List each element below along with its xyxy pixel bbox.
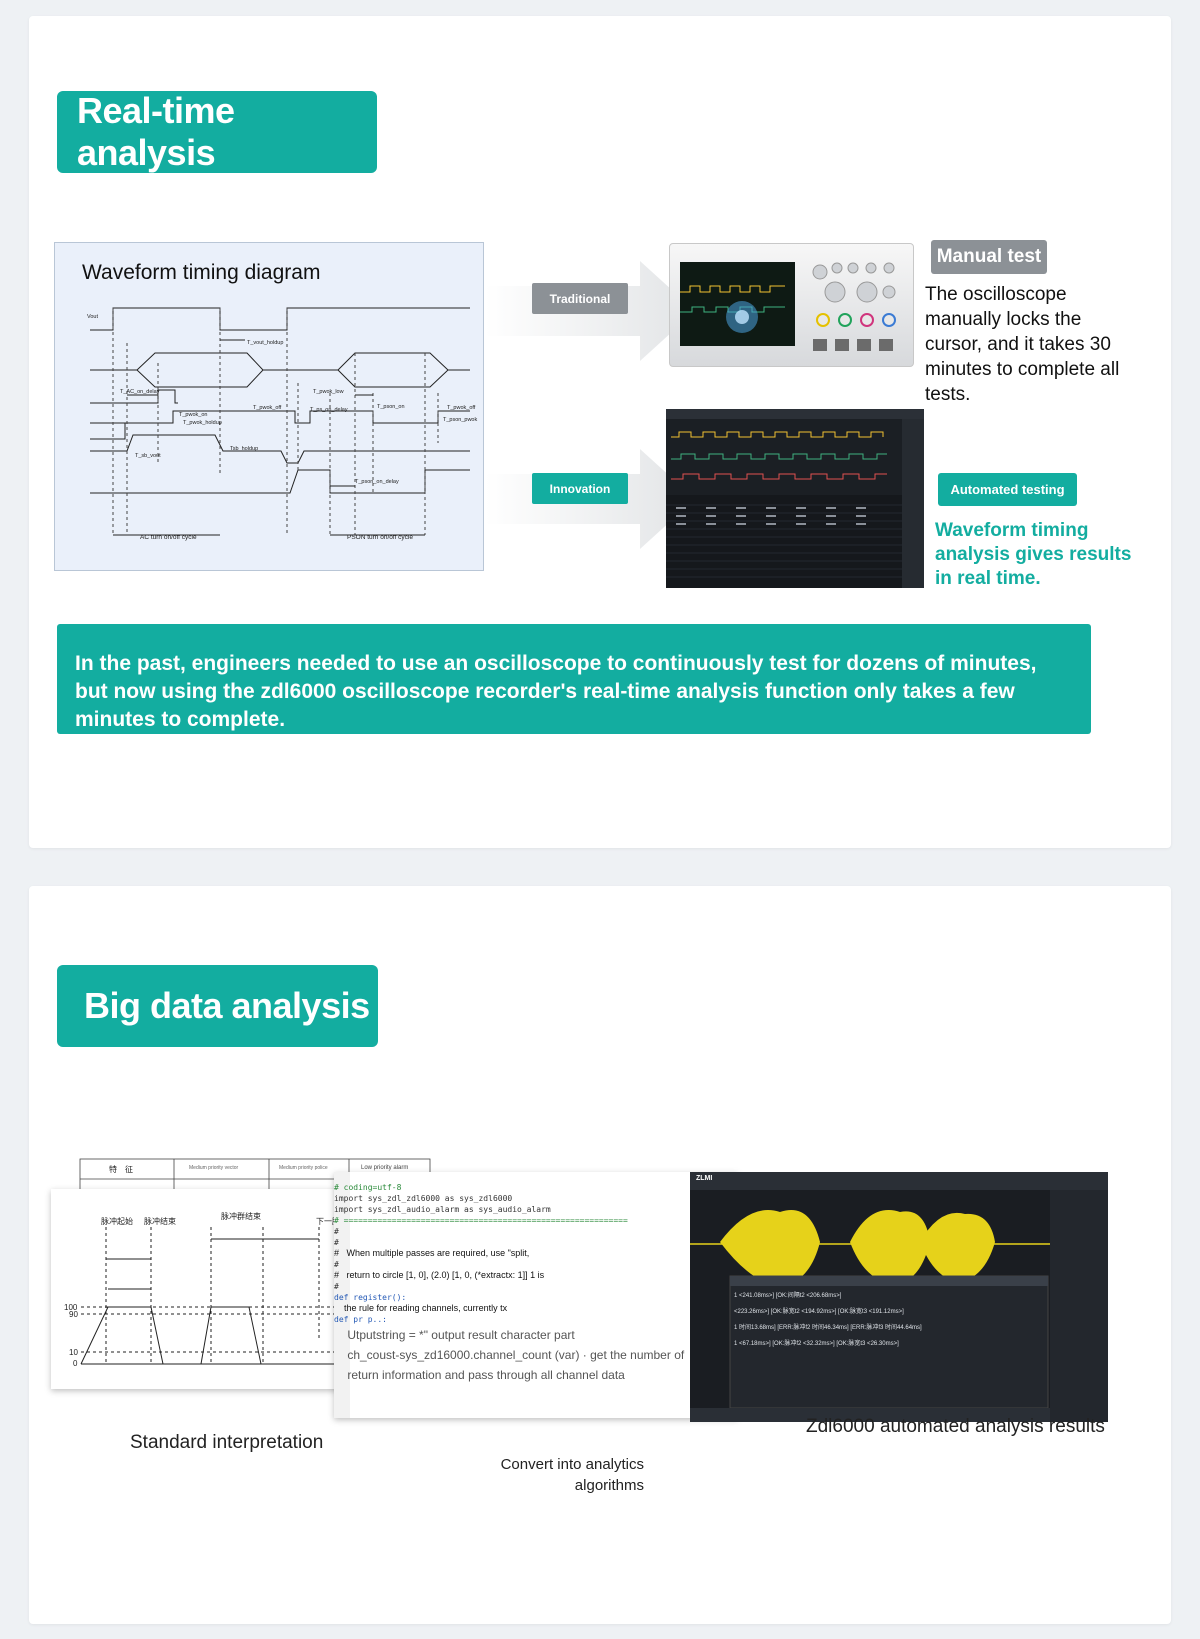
code-line: import sys_zdl_audio_alarm as sys_audio_… bbox=[334, 1205, 551, 1214]
svg-text:100: 100 bbox=[64, 1303, 78, 1312]
automated-screen-image bbox=[666, 409, 924, 588]
code-line: return information and pass through all … bbox=[334, 1368, 625, 1382]
caption-convert: Convert into analytics algorithms bbox=[500, 1456, 644, 1494]
code-line: def pr p..: bbox=[334, 1315, 387, 1324]
label-vout-holdup: T_vout_holdup bbox=[247, 340, 283, 346]
table-header-medium-police: Medium priority police bbox=[279, 1165, 328, 1171]
label-pwok-holdup: T_pwok_holdup bbox=[183, 420, 222, 426]
code-block: # coding=utf-8 import sys_zdl_zdl6000 as… bbox=[334, 1182, 738, 1385]
scope-screen bbox=[680, 262, 795, 346]
results-list: 1 <241.08ms>] [OK:间隔t2 <206.68ms>] <223.… bbox=[734, 1288, 1046, 1352]
code-line: ch_coust-sys_zd16000.channel_count (var)… bbox=[334, 1348, 685, 1362]
result-row: 1 <241.08ms>] [OK:间隔t2 <206.68ms>] bbox=[734, 1293, 842, 1299]
panel-title: Waveform timing diagram bbox=[82, 261, 321, 284]
caption-standard: Standard interpretation bbox=[130, 1432, 324, 1453]
code-line: # coding=utf-8 bbox=[334, 1183, 402, 1192]
svg-text:0: 0 bbox=[73, 1359, 78, 1368]
label-pwok-off: T_pwok_off bbox=[253, 405, 282, 411]
scope-knobs bbox=[805, 254, 905, 358]
label-pwok-off-2: T_pwok_off bbox=[447, 405, 476, 411]
result-row: <223.26ms>] [OK:脉宽t2 <194.92ms>] [OK:脉宽t… bbox=[734, 1309, 904, 1315]
label-ac-on-delay: T_AC_on_delay bbox=[120, 389, 160, 395]
brand-logo: ZLMI bbox=[696, 1175, 713, 1182]
label-sb-vout: T_sb_vout bbox=[135, 453, 161, 459]
label-sb-holdup: Tsb_holdup bbox=[230, 446, 258, 452]
label-ac-cycle: AC turn on/off cycle bbox=[140, 534, 197, 541]
table-header-low-alarm: Low priority alarm bbox=[361, 1165, 409, 1171]
result-row: 1 <67.18ms>] [OK:脉冲f2 <32.32ms>] [OK:脉宽t… bbox=[734, 1341, 899, 1347]
waveform-timing-diagram: Vout T_vout_holdup T_AC_on_delay T_pwok_… bbox=[87, 307, 477, 541]
code-line: # bbox=[334, 1282, 339, 1291]
svg-text:脉冲群结束: 脉冲群结束 bbox=[221, 1211, 261, 1221]
bigdata-card: Big data analysis 特 征 Medium priority ve… bbox=[29, 886, 1171, 1624]
results-screen-svg bbox=[690, 1172, 1108, 1422]
code-line: # When multiple passes are required, use… bbox=[334, 1248, 530, 1258]
code-line: # bbox=[334, 1238, 339, 1247]
code-line: # return to circle [1, 0], (2.0) [1, 0, … bbox=[334, 1270, 545, 1280]
code-doc: # coding=utf-8 import sys_zdl_zdl6000 as… bbox=[334, 1172, 738, 1418]
code-line: def register(): bbox=[334, 1293, 407, 1302]
pulse-diagram-svg: 脉冲起始脉冲结束脉冲群结束下一脉 10090100 bbox=[64, 1211, 351, 1368]
waveform-timing-panel: Waveform timing diagram bbox=[54, 242, 484, 571]
manual-test-tag: Manual test bbox=[931, 240, 1047, 274]
label-pwok-on: T_pwok_on bbox=[179, 412, 207, 418]
svg-text:下一脉: 下一脉 bbox=[316, 1216, 340, 1226]
table-header-medium-vector: Medium priority vector bbox=[189, 1165, 239, 1171]
label-pson-on-delay: T_pson_on_delay bbox=[355, 479, 399, 485]
label-pwok-low: T_pwok_low bbox=[313, 389, 344, 395]
automated-testing-description: Waveform timing analysis gives results i… bbox=[935, 520, 1132, 589]
manual-test-description: The oscilloscope manually locks the curs… bbox=[925, 284, 1120, 405]
label-ps-on-delay: T_ps_on_delay bbox=[310, 407, 348, 413]
code-line: # bbox=[334, 1227, 339, 1236]
realtime-card: Real-time analysis Waveform timing diagr… bbox=[29, 16, 1171, 848]
section-heading-realtime: Real-time analysis bbox=[57, 90, 377, 173]
code-line: # bbox=[334, 1260, 339, 1269]
svg-text:脉冲结束: 脉冲结束 bbox=[144, 1216, 176, 1226]
innovation-tag: Innovation bbox=[532, 473, 628, 504]
oscilloscope-device-image bbox=[669, 243, 914, 367]
result-row: 1 时间13.68ms] [ERR:脉冲f2 时间46.34ms] [ERR:脉… bbox=[734, 1325, 922, 1331]
svg-text:90: 90 bbox=[69, 1310, 78, 1319]
traditional-tag: Traditional bbox=[532, 283, 628, 314]
section-heading-bigdata: Big data analysis bbox=[57, 965, 378, 1047]
automated-testing-tag: Automated testing bbox=[938, 473, 1077, 506]
code-gutter bbox=[334, 1172, 350, 1418]
code-line: import sys_zdl_zdl6000 as sys_zdl6000 bbox=[334, 1194, 513, 1203]
scope-waveform-icon bbox=[680, 285, 785, 333]
code-line: # ======================================… bbox=[334, 1216, 628, 1225]
caption-results: Zdl6000 automated analysis results bbox=[806, 1416, 1105, 1437]
summary-banner: In the past, engineers needed to use an … bbox=[57, 624, 1091, 734]
vout-label: Vout bbox=[87, 314, 98, 320]
table-header-feature: 特 征 bbox=[109, 1165, 133, 1174]
svg-text:脉冲起始: 脉冲起始 bbox=[101, 1216, 133, 1226]
label-pson-pwok: T_pson_pwok bbox=[443, 417, 477, 423]
label-pson-on: T_pson_on bbox=[377, 404, 405, 410]
label-pson-cycle: PSON turn on/off cycle bbox=[347, 534, 413, 541]
svg-text:10: 10 bbox=[69, 1348, 78, 1357]
code-line: the rule for reading channels, currently… bbox=[334, 1303, 508, 1313]
analysis-results-screen: ZLMI 1 <241.08ms>] [OK:间隔t2 <206.68ms>] … bbox=[690, 1172, 1108, 1422]
code-line: Utputstring = *" output result character… bbox=[334, 1328, 575, 1342]
